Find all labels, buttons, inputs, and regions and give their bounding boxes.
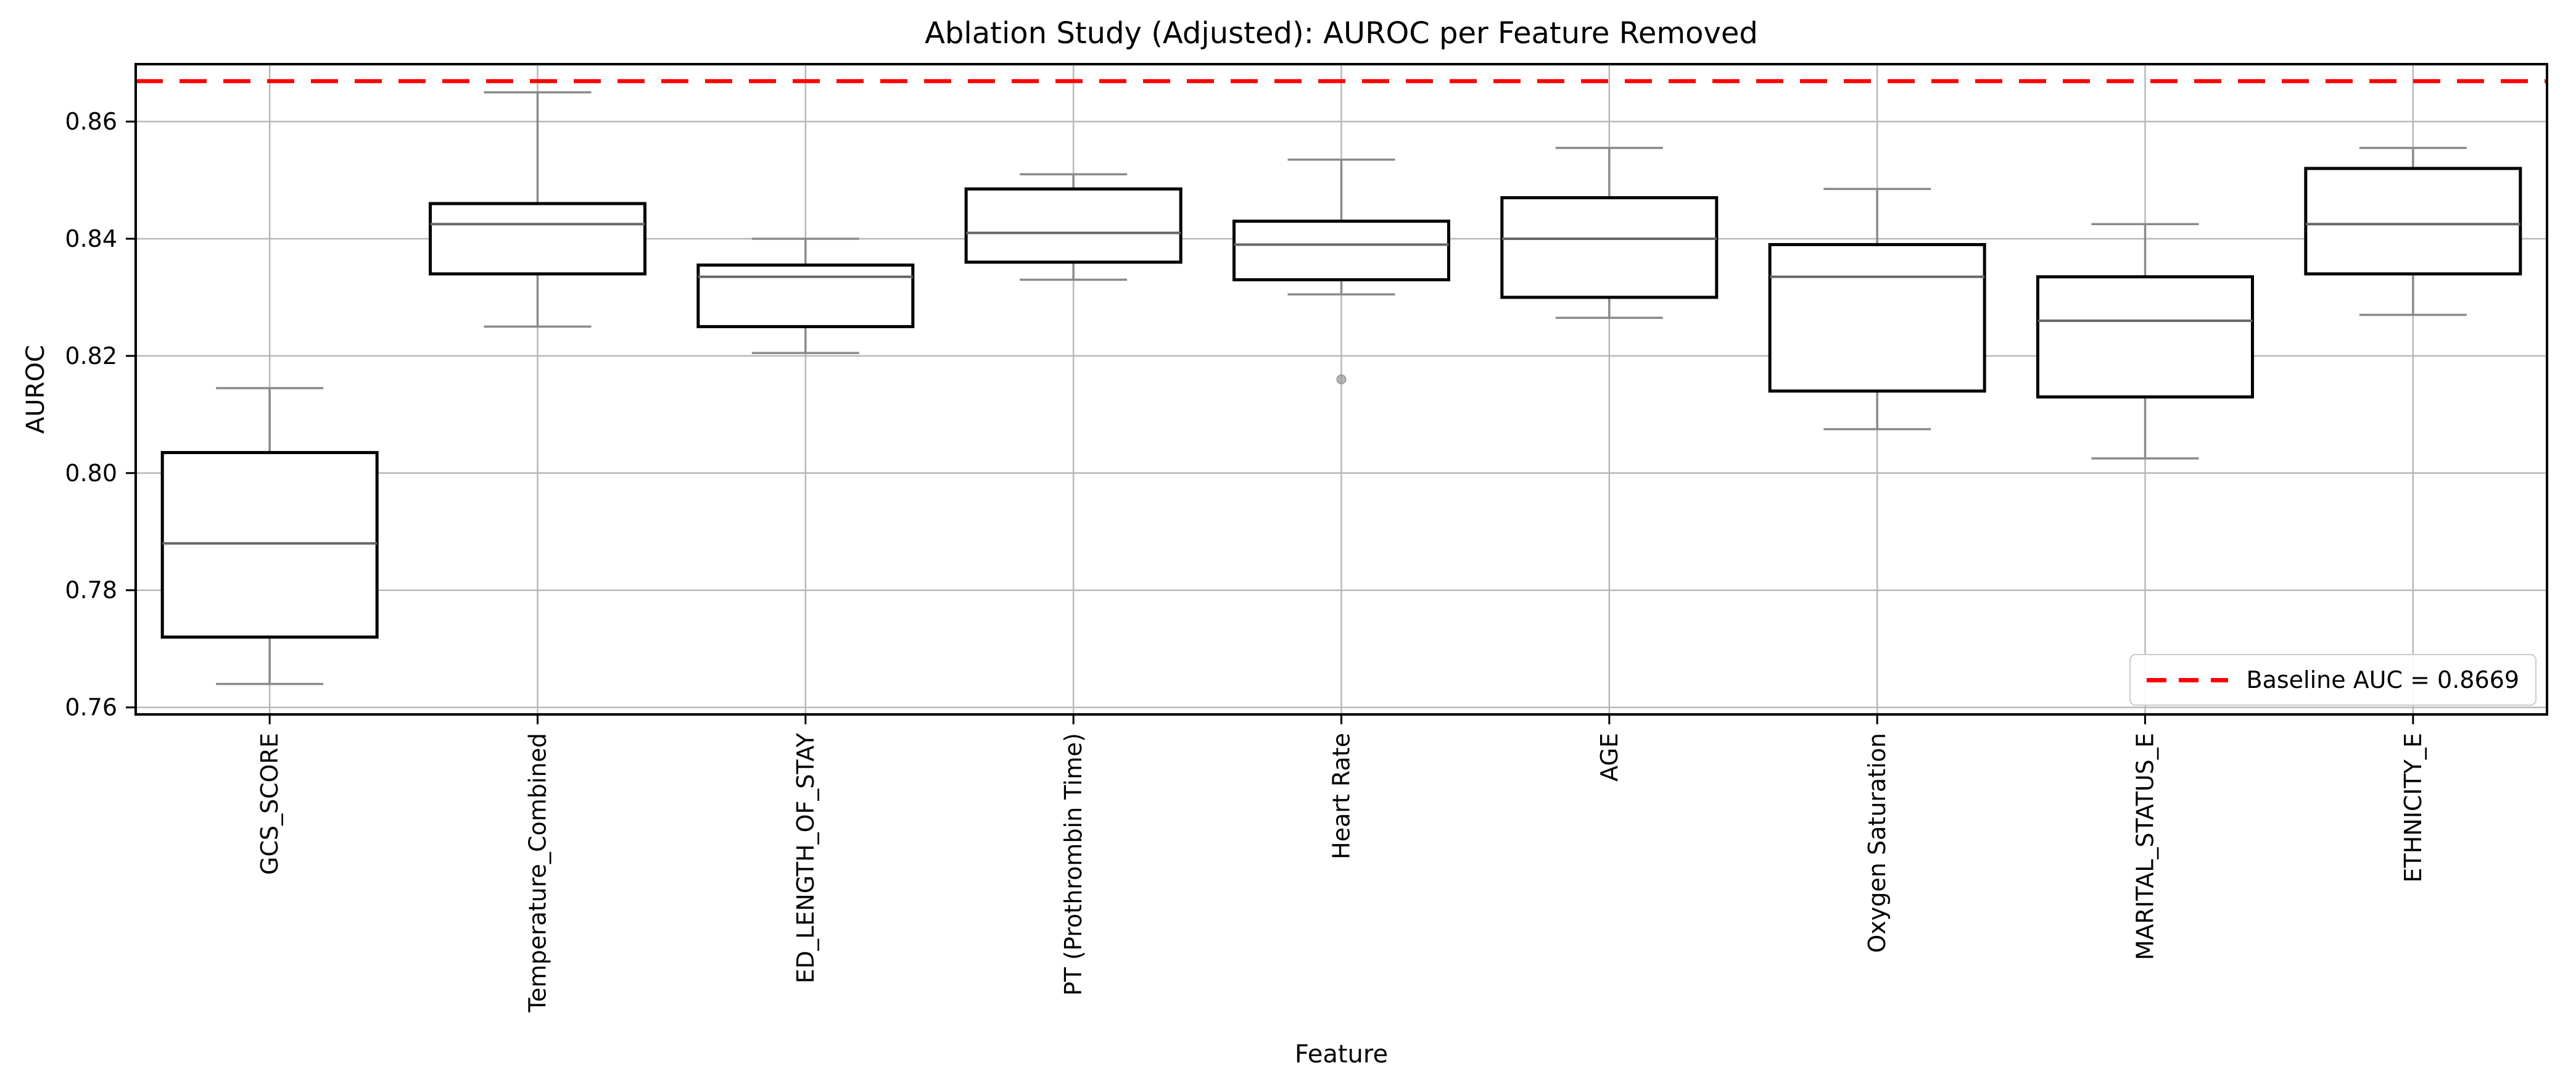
x-tick-label: MARITAL_STATUS_E [2132,733,2159,960]
boxplot-group [1768,188,1986,431]
iqr-box [2036,275,2254,399]
iqr-box [1232,219,1450,281]
chart-title: Ablation Study (Adjusted): AUROC per Fea… [925,16,1758,51]
x-tick-label: Heart Rate [1328,733,1355,859]
boxplot-group [160,387,379,685]
x-tick-label: Oxygen Saturation [1864,733,1891,953]
boxplot-group [2036,223,2254,460]
legend: Baseline AUC = 0.8669 [2129,654,2537,706]
boxplot-group [429,91,646,328]
y-tick-label: 0.78 [65,577,117,604]
x-tick-label: PT (Prothrombin Time) [1060,733,1087,996]
x-tick-label: GCS_SCORE [256,733,283,875]
iqr-box [160,451,379,639]
x-tick-label: ETHNICITY_E [2400,733,2427,883]
boxplot-group [696,238,915,354]
x-tick-label: Temperature_Combined [524,733,551,1013]
iqr-box [1768,242,1986,393]
iqr-box [1500,196,1719,299]
iqr-box [964,187,1183,264]
iqr-box [429,202,646,276]
boxplot-group [1500,147,1719,319]
outlier-marker [1336,374,1347,384]
y-tick-label: 0.86 [65,108,117,135]
baseline-dash-icon [2146,677,2228,682]
x-axis-title: Feature [1294,1040,1389,1069]
x-tick-label: ED_LENGTH_OF_STAY [792,732,819,983]
boxplot-group [964,173,1183,281]
x-tick-label: AGE [1596,733,1623,782]
y-tick-label: 0.76 [65,694,117,721]
boxplot-group [2304,147,2522,316]
legend-label: Baseline AUC = 0.8669 [2246,666,2520,693]
iqr-box [696,263,915,328]
y-tick-label: 0.80 [65,460,117,487]
y-tick-label: 0.82 [65,342,117,370]
y-axis-title: AUROC [22,345,50,434]
y-tick-label: 0.84 [65,225,117,252]
boxplot-group [1232,159,1450,384]
iqr-box [2304,167,2522,276]
